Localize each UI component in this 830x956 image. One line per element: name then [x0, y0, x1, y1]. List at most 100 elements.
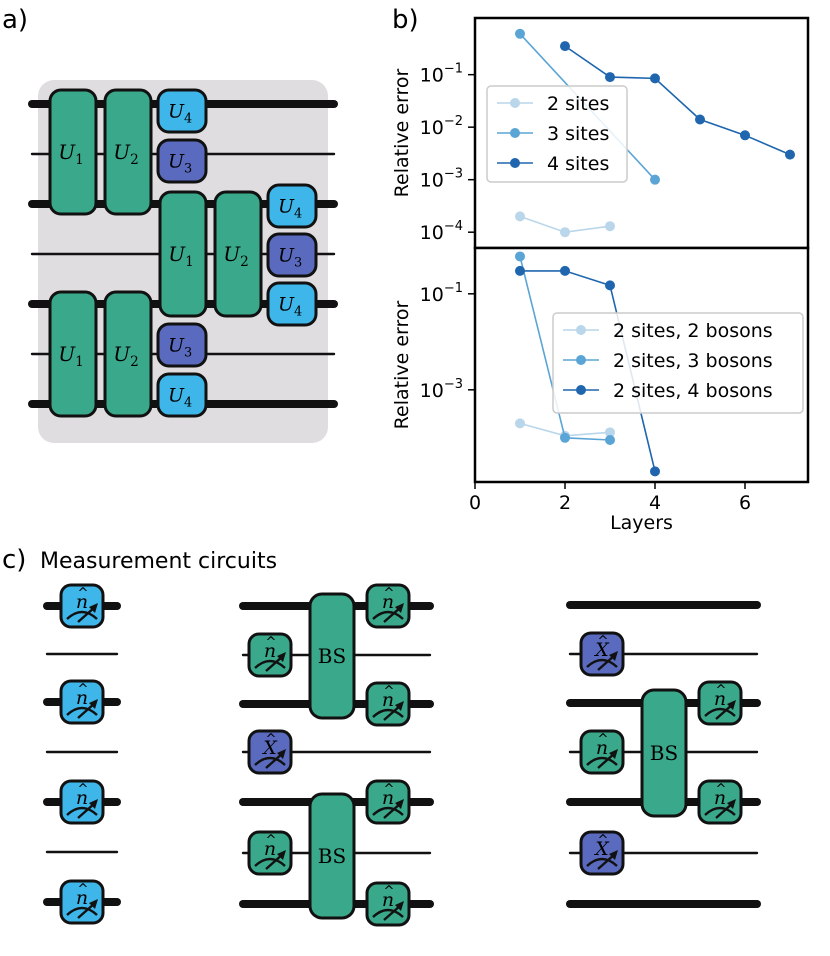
panel-label-c: c) — [2, 545, 26, 575]
measure-n-hat: ^ — [78, 586, 89, 601]
measure-n-arrowhead — [89, 899, 98, 909]
gate-u1-mid-subscript: 1 — [185, 254, 194, 270]
measure-n-green-hat: ^ — [266, 635, 277, 650]
measure-x-hat: ^ — [598, 634, 609, 649]
ytick-base: 10 — [420, 170, 444, 192]
ytick-base: 10 — [420, 222, 444, 244]
gate-u4-a-subscript: 4 — [184, 111, 192, 126]
gate-u2-mid-box — [213, 190, 263, 318]
measure-x-label: X — [261, 737, 278, 759]
measure-x-hat: ^ — [266, 732, 277, 747]
data-point — [605, 427, 615, 438]
measure-n-dial — [66, 610, 98, 620]
bs-gate-label: BS — [650, 741, 678, 765]
data-point — [740, 130, 750, 141]
xtick-label: 6 — [739, 492, 751, 514]
data-point — [695, 114, 705, 125]
measure-n-green-dial — [586, 756, 618, 766]
measure-n-arrowhead — [89, 603, 98, 613]
measure-n-hat: ^ — [78, 782, 89, 797]
gate-u3-a-subscript: 3 — [184, 161, 192, 176]
gate-u2-top-subscript: 2 — [130, 152, 139, 168]
measure-n-green-label: n — [714, 787, 726, 809]
legend-marker — [510, 98, 520, 108]
gate-u4-c-box — [266, 281, 318, 327]
legend-label: 2 sites — [547, 93, 609, 115]
measure-n-green-dial — [372, 708, 404, 718]
y-axis-label: Relative error — [391, 68, 413, 197]
panel-label-b: b) — [392, 5, 419, 35]
bs-gate-top-label: BS — [318, 644, 346, 668]
legend-marker — [510, 128, 520, 138]
data-point — [515, 265, 525, 276]
measure-x-arrowhead — [609, 850, 618, 860]
measure-n-dial — [66, 706, 98, 716]
measure-n-green-hat: ^ — [384, 782, 395, 797]
measure-n-dial — [66, 806, 98, 816]
data-point — [515, 211, 525, 222]
measure-n-green-label: n — [264, 838, 276, 860]
gate-u3-c-subscript: 3 — [184, 345, 192, 360]
gate-u1-mid-box — [158, 190, 208, 318]
measure-n-green-arrowhead — [395, 901, 404, 911]
measure-n-green-dial — [254, 659, 286, 669]
measure-n-green-label: n — [596, 737, 608, 759]
ytick-label: 10−4 — [420, 219, 463, 244]
ytick-base: 10 — [420, 65, 444, 87]
measure-n-dial — [66, 906, 98, 916]
data-point — [515, 251, 525, 262]
data-point — [515, 418, 525, 429]
gate-u4-b-subscript: 4 — [294, 206, 302, 221]
x-axis-label: Layers — [610, 512, 673, 534]
measure-n-green-hat: ^ — [598, 732, 609, 747]
measure-x-dial — [586, 658, 618, 668]
data-point — [560, 227, 570, 238]
measurement-circuit-1: n^n^n^n^ — [43, 583, 121, 925]
ytick-label: 10−3 — [420, 167, 463, 192]
gate-u1-bottom-box — [48, 290, 98, 418]
xtick-label: 0 — [469, 492, 481, 514]
gate-u2-top-box — [103, 88, 153, 216]
data-point — [560, 432, 570, 443]
measure-n-label: n — [76, 687, 88, 709]
bs-gate-box — [640, 688, 688, 818]
gate-u3-b-subscript: 3 — [294, 255, 302, 270]
legend-marker — [576, 385, 586, 395]
measure-n-green-arrowhead — [727, 799, 736, 809]
measure-x-label: X — [593, 838, 610, 860]
measure-n-green-label: n — [382, 591, 394, 613]
data-point — [560, 265, 570, 276]
data-point — [650, 466, 660, 477]
bs-gate-bottom-box — [308, 792, 356, 920]
section-c-title: Measurement circuits — [40, 549, 277, 574]
data-point — [605, 72, 615, 83]
legend-marker — [510, 158, 520, 168]
measure-n-hat: ^ — [78, 682, 89, 697]
gate-u4-d-box — [156, 372, 208, 418]
gate-u1-bottom-subscript: 1 — [75, 354, 84, 370]
gate-u4-b-box — [266, 183, 318, 229]
ytick-exponent: −1 — [444, 281, 463, 296]
ytick-base: 10 — [420, 117, 444, 139]
ytick-exponent: −3 — [444, 167, 463, 182]
ytick-exponent: −3 — [444, 377, 463, 392]
measure-n-green-label: n — [382, 787, 394, 809]
measure-n-green-hat: ^ — [384, 586, 395, 601]
measure-n-label: n — [76, 887, 88, 909]
ytick-label: 10−1 — [420, 62, 463, 87]
ytick-label: 10−3 — [420, 377, 463, 402]
measure-n-green-arrowhead — [277, 652, 286, 662]
data-point — [605, 221, 615, 232]
measure-n-green-arrowhead — [609, 749, 618, 759]
measure-x-dial — [254, 756, 286, 766]
legend-label: 4 sites — [547, 153, 609, 175]
measure-n-green-dial — [372, 908, 404, 918]
ytick-exponent: −2 — [444, 114, 463, 129]
measure-n-green-arrowhead — [727, 700, 736, 710]
measure-n-green-dial — [704, 707, 736, 717]
